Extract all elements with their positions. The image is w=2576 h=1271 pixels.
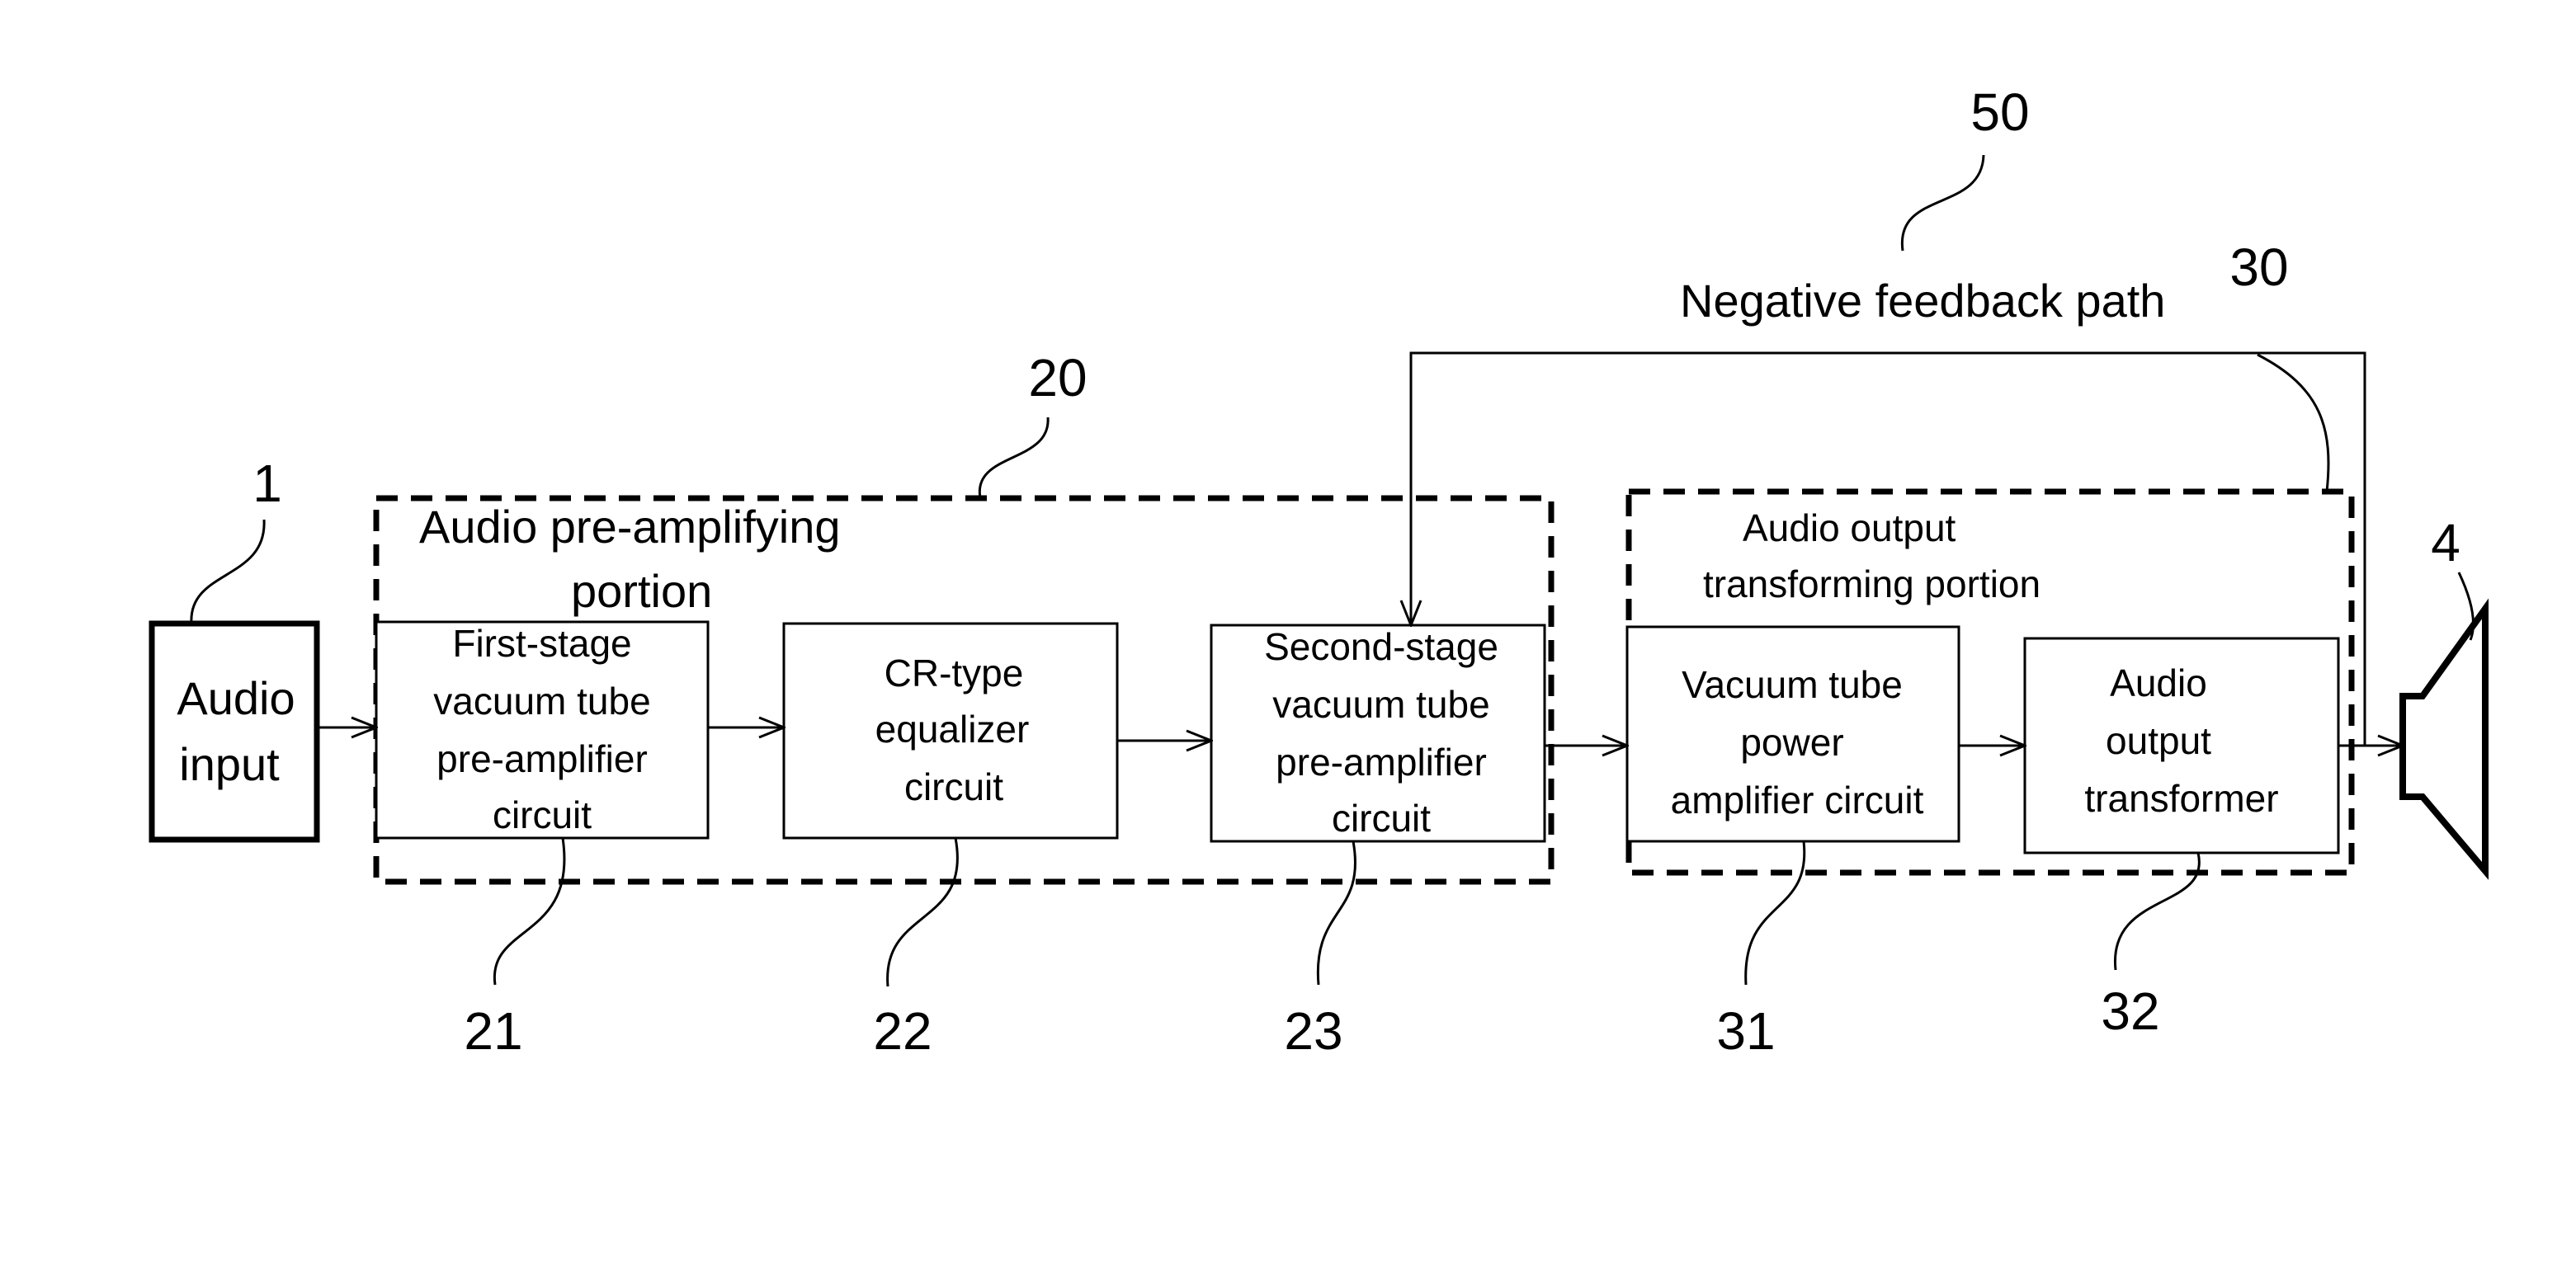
second-stage-preamp-line1: Second-stage — [1264, 625, 1498, 668]
ref-32: 32 — [2101, 981, 2159, 1041]
pre-amplifying-portion-title-line2: portion — [571, 565, 712, 617]
leader-30 — [2258, 355, 2328, 492]
second-stage-preamp-line4: circuit — [1332, 797, 1431, 840]
leader-31 — [1746, 841, 1805, 985]
ref-31: 31 — [1716, 1001, 1775, 1061]
leader-50 — [1902, 155, 1984, 251]
audio-input-label-line2: input — [179, 738, 280, 790]
audio-input-label-line1: Audio — [177, 672, 295, 724]
audio-input-block — [152, 624, 317, 840]
cr-equalizer-line1: CR-type — [885, 652, 1024, 694]
negative-feedback-label: Negative feedback path — [1680, 275, 2165, 327]
ref-50: 50 — [1970, 82, 2029, 142]
power-amplifier-line3: amplifier circuit — [1671, 779, 1924, 821]
leader-22 — [888, 838, 958, 986]
ref-1: 1 — [252, 454, 282, 513]
ref-21: 21 — [464, 1001, 522, 1061]
second-stage-preamp-line3: pre-amplifier — [1276, 741, 1487, 784]
ref-30: 30 — [2229, 238, 2288, 297]
first-stage-preamp-line3: pre-amplifier — [436, 737, 648, 780]
audio-output-transformer-line3: transformer — [2084, 777, 2278, 820]
cr-equalizer-line2: equalizer — [875, 708, 1030, 751]
pre-amplifying-portion-title-line1: Audio pre-amplifying — [419, 501, 840, 553]
first-stage-preamp-line2: vacuum tube — [433, 680, 650, 723]
ref-4: 4 — [2431, 513, 2460, 572]
first-stage-preamp-line1: First-stage — [452, 622, 631, 665]
ref-22: 22 — [873, 1001, 932, 1061]
output-portion-title-line1: Audio output — [1743, 506, 1956, 549]
leader-23 — [1318, 841, 1355, 985]
speaker-icon — [2403, 609, 2485, 871]
leader-1 — [191, 520, 264, 624]
second-stage-preamp-line2: vacuum tube — [1272, 683, 1489, 726]
first-stage-preamp-line4: circuit — [493, 793, 592, 836]
ref-23: 23 — [1284, 1001, 1342, 1061]
leader-20 — [979, 417, 1048, 498]
cr-equalizer-line3: circuit — [904, 765, 1003, 808]
audio-output-transformer-line2: output — [2106, 719, 2211, 762]
audio-output-transformer-line1: Audio — [2110, 661, 2207, 704]
output-portion-title-line2: transforming portion — [1703, 563, 2041, 605]
power-amplifier-line2: power — [1740, 721, 1843, 764]
leader-21 — [494, 838, 564, 985]
ref-20: 20 — [1028, 348, 1087, 407]
power-amplifier-line1: Vacuum tube — [1682, 663, 1903, 706]
